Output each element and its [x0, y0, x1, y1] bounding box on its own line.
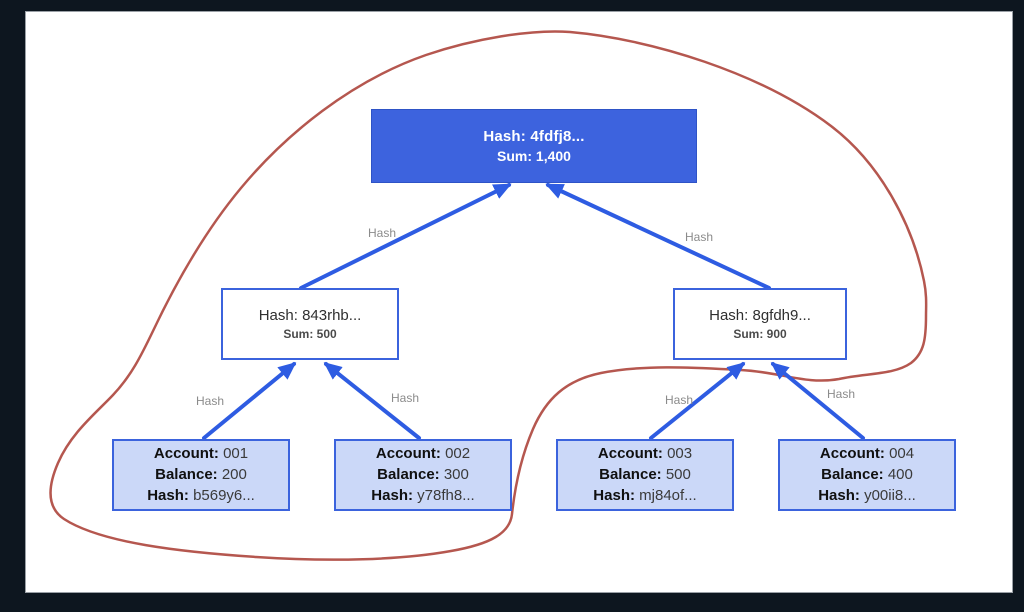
leaf-row: Account: 003	[598, 444, 692, 464]
leaf-field-label: Hash:	[147, 487, 189, 504]
leaf-field-value: mj84of...	[639, 487, 697, 504]
edge-left-internal-to-root	[299, 183, 512, 290]
leaf-field-label: Balance:	[599, 466, 662, 483]
edge-label-hash: Hash	[684, 230, 714, 244]
leaf-node-001: Account: 001 Balance: 200 Hash: b569y6..…	[112, 439, 290, 511]
leaf-row: Balance: 400	[821, 465, 913, 485]
leaf-node-004: Account: 004 Balance: 400 Hash: y00ii8..…	[778, 439, 956, 511]
leaf-field-value: b569y6...	[193, 487, 255, 504]
leaf-row: Account: 001	[154, 444, 248, 464]
leaf-field-value: y00ii8...	[864, 487, 916, 504]
leaf-field-label: Account:	[153, 445, 219, 462]
leaf-field-value: 003	[667, 445, 693, 462]
leaf-node-003: Account: 003 Balance: 500 Hash: mj84of..…	[556, 439, 734, 511]
leaf-field-value: 200	[221, 466, 247, 483]
edge-label-hash: Hash	[826, 387, 856, 401]
leaf-row: Account: 004	[820, 444, 914, 464]
leaf-field-value: 400	[887, 466, 913, 483]
edge-leaf3-to-right-internal	[649, 362, 746, 440]
edges-layer	[49, 30, 928, 561]
leaf-field-value: y78fh8...	[417, 487, 475, 504]
edge-right-internal-to-root	[545, 183, 771, 290]
leaf-row: Hash: b569y6...	[147, 486, 255, 506]
edge-leaf2-to-left-internal	[323, 362, 421, 440]
leaf-field-label: Hash:	[818, 487, 860, 504]
edge-label-hash: Hash	[664, 393, 694, 407]
leaf-row: Hash: y78fh8...	[371, 486, 474, 506]
tree-edges	[202, 183, 865, 440]
leaf-field-label: Balance:	[377, 466, 440, 483]
merkle-root-node: Hash: 4fdfj8... Sum: 1,400	[371, 109, 697, 183]
internal-node-right: Hash: 8gfdh9... Sum: 900	[673, 288, 847, 360]
leaf-field-label: Hash:	[593, 487, 635, 504]
internal-hash-text: Hash: 8gfdh9...	[709, 307, 811, 324]
leaf-field-value: 002	[445, 445, 471, 462]
highlight-loop-annotation	[49, 30, 928, 561]
leaf-field-label: Account:	[375, 445, 441, 462]
leaf-field-label: Account:	[819, 445, 885, 462]
leaf-row: Balance: 500	[599, 465, 691, 485]
edge-label-hash: Hash	[390, 391, 420, 405]
leaf-row: Balance: 300	[377, 465, 469, 485]
leaf-field-value: 500	[665, 466, 691, 483]
edge-leaf1-to-left-internal	[202, 362, 297, 440]
leaf-field-label: Balance:	[821, 466, 884, 483]
leaf-field-label: Account:	[597, 445, 663, 462]
internal-sum-text: Sum: 900	[733, 327, 787, 341]
leaf-field-value: 300	[443, 466, 469, 483]
leaf-field-value: 001	[223, 445, 249, 462]
internal-node-left: Hash: 843rhb... Sum: 500	[221, 288, 399, 360]
internal-sum-text: Sum: 500	[283, 327, 337, 341]
leaf-row: Balance: 200	[155, 465, 247, 485]
leaf-field-value: 004	[889, 445, 915, 462]
leaf-field-label: Hash:	[371, 487, 413, 504]
leaf-row: Hash: mj84of...	[593, 486, 696, 506]
internal-hash-text: Hash: 843rhb...	[258, 307, 362, 324]
leaf-field-label: Balance:	[155, 466, 218, 483]
leaf-node-002: Account: 002 Balance: 300 Hash: y78fh8..…	[334, 439, 512, 511]
leaf-row: Account: 002	[376, 444, 470, 464]
diagram-canvas: Hash Hash Hash Hash Hash Hash Hash: 4fdf…	[25, 11, 1013, 593]
leaf-row: Hash: y00ii8...	[818, 486, 916, 506]
edge-leaf4-to-right-internal	[770, 362, 865, 440]
root-hash-text: Hash: 4fdfj8...	[483, 128, 585, 145]
root-sum-text: Sum: 1,400	[497, 148, 571, 164]
edge-label-hash: Hash	[195, 394, 225, 408]
edge-label-hash: Hash	[367, 226, 397, 240]
